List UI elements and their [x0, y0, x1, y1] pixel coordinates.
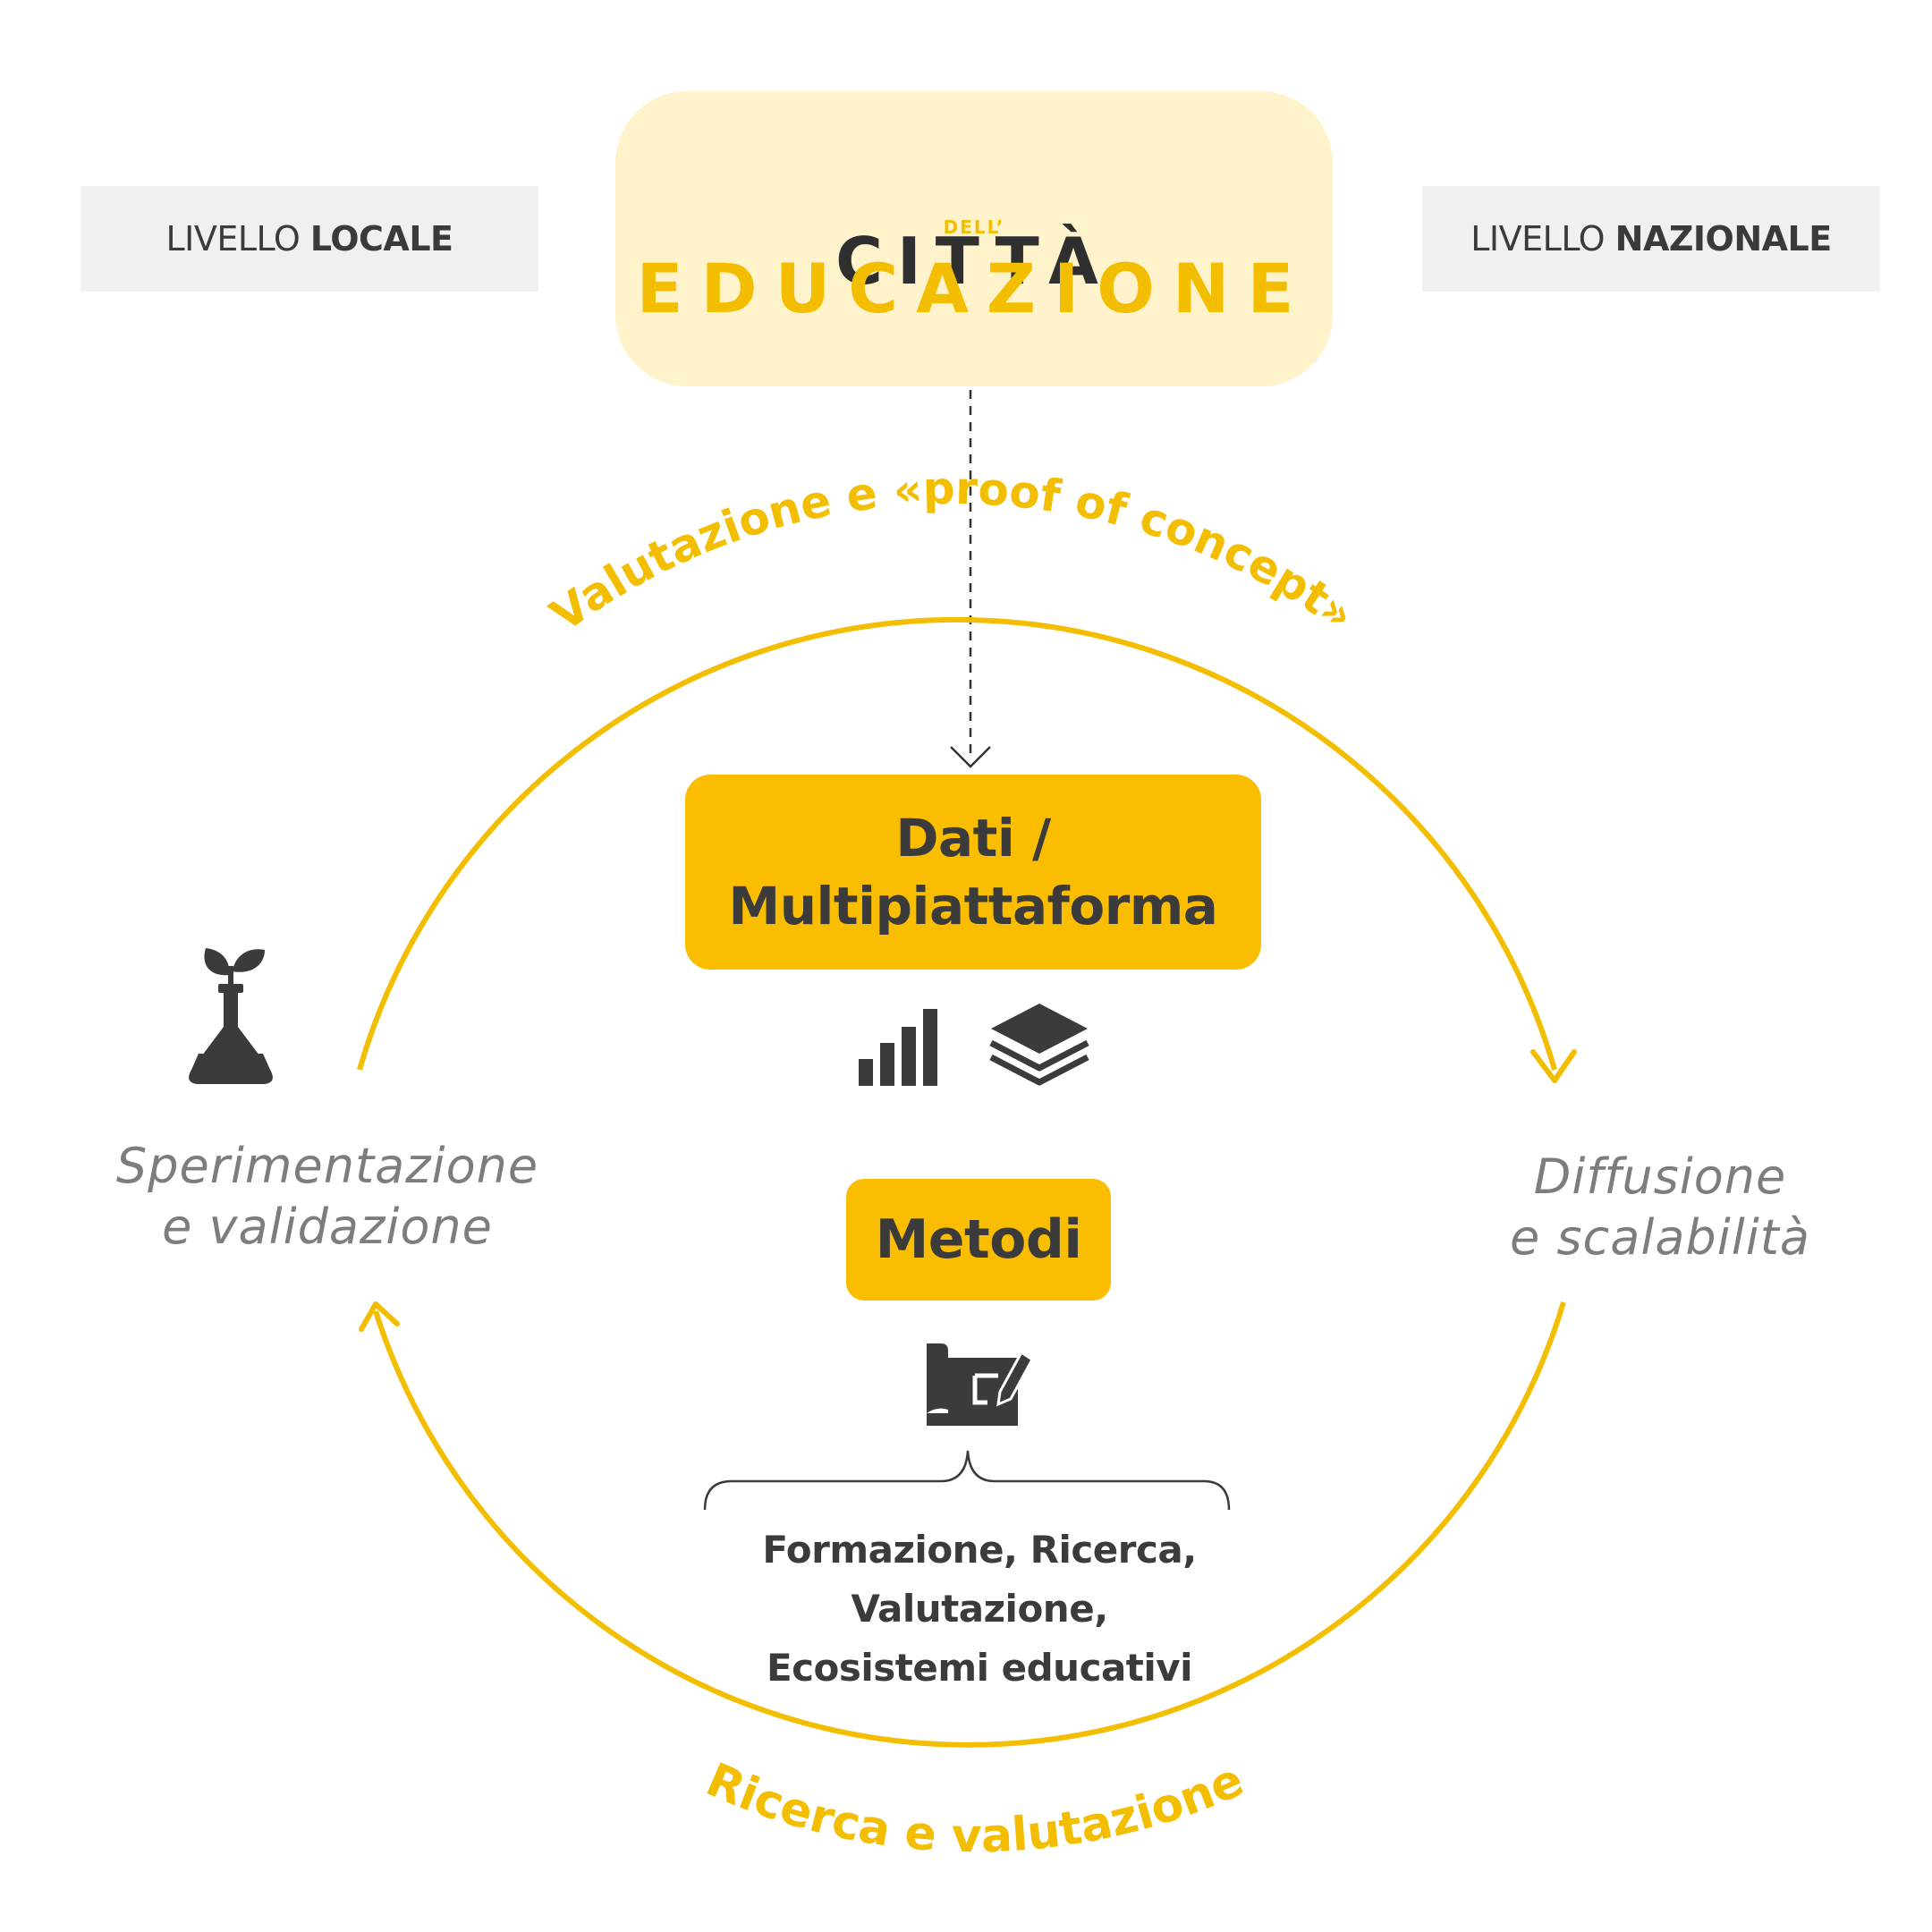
methods-box-label: Metodi — [875, 1208, 1082, 1271]
data-box-line2: Multipiattaforma — [728, 876, 1218, 936]
logo-line-dell: DELL’ — [943, 216, 1005, 238]
local-level-label: LIVELLO LOCALE — [80, 186, 538, 292]
cycle-bottom-label: Ricerca e valutazione — [699, 1753, 1251, 1863]
methods-list-item: Ecosistemi educativi — [766, 1646, 1193, 1690]
plant-flask-icon — [189, 948, 273, 1084]
citta-educazione-logo: CITTÀ DELL’ EDUCAZIONE — [615, 91, 1333, 386]
national-level-strong: NAZIONALE — [1614, 219, 1833, 258]
blueprint-icon — [927, 1343, 1034, 1426]
bar-chart-icon — [859, 1009, 937, 1086]
logo-line-educazione: EDUCAZIONE — [636, 249, 1312, 328]
methods-list-item: Valutazione, — [851, 1587, 1108, 1631]
local-level-strong: LOCALE — [309, 219, 453, 258]
cycle-arc-top — [357, 616, 1557, 1071]
data-multiplatform-box: Dati / Multipiattaforma — [685, 775, 1261, 970]
layers-icon — [989, 1004, 1089, 1086]
experimentation-label-line2: e validazione — [162, 1199, 493, 1255]
data-box-line1: Dati / — [895, 808, 1051, 869]
diffusion-label-line1: Diffusione — [1533, 1148, 1787, 1205]
cycle-bottom-label-path: Ricerca e valutazione — [699, 1753, 1251, 1863]
diffusion-label-line2: e scalabilità — [1510, 1209, 1810, 1266]
cycle-arc-bottom — [373, 1301, 1566, 1748]
cycle-arrow-right — [1530, 1049, 1577, 1083]
local-level-prefix: LIVELLO — [165, 219, 301, 258]
cycle-arrow-left — [359, 1301, 400, 1332]
methods-list-item: Formazione, Ricerca, — [762, 1528, 1197, 1572]
curly-brace — [703, 1450, 1231, 1511]
methods-list: Formazione, Ricerca, Valutazione, Ecosis… — [680, 1521, 1279, 1698]
experimentation-label: Sperimentazione e validazione — [86, 1136, 569, 1258]
methods-box: Metodi — [846, 1179, 1111, 1301]
cycle-top-label: Valutazione e «proof of concept» — [541, 462, 1363, 641]
national-level-prefix: LIVELLO — [1470, 219, 1606, 258]
cycle-top-label-path: Valutazione e «proof of concept» — [541, 462, 1363, 641]
diffusion-label: Diffusione e scalabilità — [1428, 1147, 1893, 1268]
experimentation-label-line1: Sperimentazione — [115, 1138, 539, 1194]
national-level-label: LIVELLO NAZIONALE — [1422, 186, 1880, 292]
logo-line-citta: CITTÀ — [835, 224, 1113, 299]
connector-arrowhead — [950, 746, 991, 768]
